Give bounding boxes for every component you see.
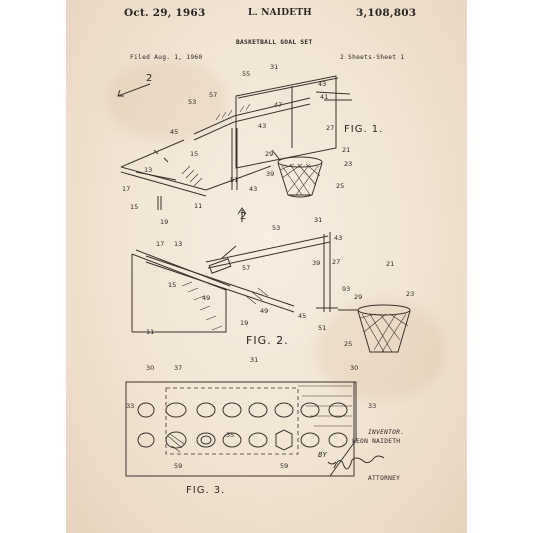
ref-number-f1: 43 <box>258 122 266 130</box>
ref-number-f2: 29 <box>354 293 362 301</box>
ref-number-f1: 19 <box>160 218 168 226</box>
patent-date: Oct. 29, 1963 <box>124 7 206 19</box>
ref-number-f1: 11 <box>194 202 202 210</box>
ref-number-f3: 33 <box>368 402 376 410</box>
ref-number-f2: 93 <box>342 285 350 293</box>
ref-number-f1: 27 <box>326 124 334 132</box>
ref-number-f2: 17 <box>156 240 164 248</box>
sheet-count: 2 Sheets-Sheet 1 <box>340 54 405 61</box>
ref-number-f1: 17 <box>122 185 130 193</box>
ref-number-f1: 25 <box>336 182 344 190</box>
ref-number-f1: 23 <box>344 160 352 168</box>
inventor-name: L. NAIDETH <box>248 8 312 18</box>
ref-number-f2: 23 <box>406 290 414 298</box>
ref-number-f2: 57 <box>242 264 250 272</box>
ref-number-f2: 53 <box>272 224 280 232</box>
ref-number-f2: 25 <box>344 340 352 348</box>
ref-number-f3: 59 <box>280 462 288 470</box>
section-mark-top: 2 <box>146 73 153 84</box>
ref-number-f1: 29 <box>265 150 273 158</box>
ref-number-f2: 19 <box>240 319 248 327</box>
ref-number-f1: 43 <box>318 80 326 88</box>
ref-number-f2: 45 <box>298 312 306 320</box>
ref-number-f1: 57 <box>209 91 217 99</box>
section-mark-middle: 2 <box>240 211 247 222</box>
patent-drawings: 3155435747415343451527293921231317514325… <box>117 63 414 477</box>
ref-number-f2: 31 <box>314 216 322 224</box>
ref-number-f1: 41 <box>320 93 328 101</box>
fig3-top-slots <box>137 402 348 418</box>
ref-number-f1: 21 <box>342 146 350 154</box>
patent-sheet: Oct. 29, 1963 L. NAIDETH 3,108,803 BASKE… <box>66 0 467 533</box>
ref-number-f3: 30 <box>350 364 358 372</box>
signature-by: BY <box>318 451 328 459</box>
ref-number-f1: 15 <box>190 150 198 158</box>
ref-number-f3: 30 <box>146 364 154 372</box>
ref-number-f1: 13 <box>144 166 152 174</box>
fig3-drawing <box>125 381 385 477</box>
ref-number-f2: 43 <box>334 234 342 242</box>
filed-date: Filed Aug. 1, 1960 <box>130 54 203 61</box>
ref-number-f1: 15 <box>130 203 138 211</box>
ref-number-f1: 53 <box>188 98 196 106</box>
ref-number-f3: 31 <box>250 356 258 364</box>
fig1-drawing <box>117 75 352 210</box>
ref-number-f1: 31 <box>270 63 278 71</box>
ref-number-f1: 43 <box>249 185 257 193</box>
inventor-full-name: LEON NAIDETH <box>352 438 401 445</box>
ref-number-f2: 11 <box>146 328 154 336</box>
ref-number-f1: 51 <box>230 176 238 184</box>
patent-title: BASKETBALL GOAL SET <box>236 39 313 46</box>
ref-number-f1: 47 <box>274 101 282 109</box>
paper-stain <box>106 60 226 140</box>
ref-number-f2: 49 <box>202 294 210 302</box>
ref-number-f2: 13 <box>174 240 182 248</box>
ref-number-f3: 59 <box>174 462 182 470</box>
fig3-bottom-slots <box>137 429 348 453</box>
ref-number-f2: 39 <box>312 259 320 267</box>
fig3-caption: FIG. 3. <box>186 485 226 496</box>
ref-number-f3: 37 <box>174 364 182 372</box>
ref-number-f2: 27 <box>332 258 340 266</box>
inventor-label: INVENTOR. <box>368 429 405 436</box>
ref-number-f3: 33 <box>126 402 134 410</box>
paper-stain <box>316 300 446 400</box>
patent-number: 3,108,803 <box>356 7 417 19</box>
ref-number-f1: 39 <box>266 170 274 178</box>
attorney-label: ATTORNEY <box>368 475 401 482</box>
ref-number-f2: 21 <box>386 260 394 268</box>
fig2-drawing <box>131 207 411 353</box>
ref-number-f2: 51 <box>318 324 326 332</box>
ref-number-f2: 49 <box>260 307 268 315</box>
ref-number-f1: 45 <box>170 128 178 136</box>
ref-number-f3: 35 <box>226 431 234 439</box>
ref-number-f2: 15 <box>168 281 176 289</box>
fig1-caption: FIG. 1. <box>344 124 384 135</box>
fig2-caption: FIG. 2. <box>246 334 289 347</box>
ref-number-f1: 55 <box>242 70 250 78</box>
